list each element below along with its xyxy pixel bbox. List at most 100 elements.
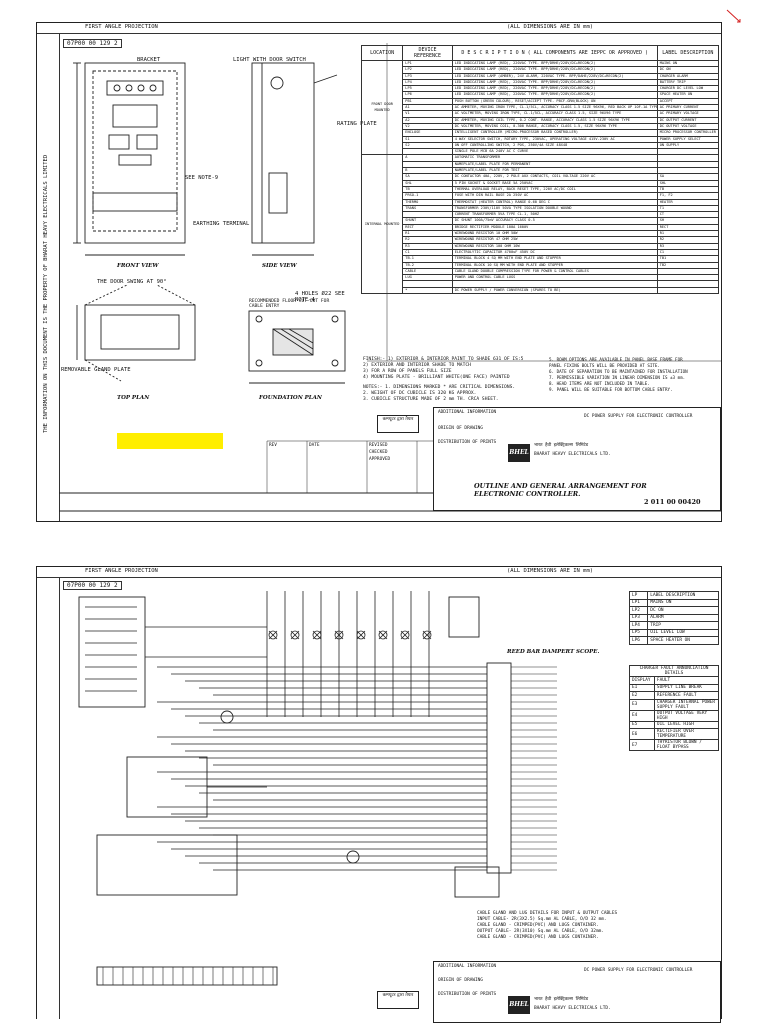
cell-ref: LP4 (402, 78, 453, 87)
rev-col: REV (269, 443, 277, 448)
legend-ref: E2 (629, 691, 655, 700)
finish-note: 3) FOR A ROW OF PANELS FULL SIZE (363, 369, 452, 374)
cable-note: OUTPUT CABLE- 2R(3X10) Sq.mm AL CABLE, O… (477, 929, 604, 934)
drawing-title: OUTLINE AND GENERAL ARRANGEMENT FOR ELEC… (474, 482, 647, 498)
legend-ref: LP6 (628, 636, 649, 645)
approved-col: APPROVED (369, 457, 391, 462)
cell-label: POWER SUPPLY SELECT (656, 135, 720, 143)
legend-ref: DISPLAY (629, 676, 655, 685)
legend-label: FAULT (653, 676, 720, 685)
col-description: D E S C R I P T I O N ( ALL COMPONENTS A… (451, 45, 658, 61)
legend-label: REFERENCE FAULT (653, 691, 720, 700)
cable-note: CABLE GLAND AND LUG DETAILS FOR INPUT & … (477, 911, 618, 916)
rectifier-block (126, 756, 208, 818)
tb-origin: ORIGIN OF DRAWING (438, 426, 483, 431)
revised-col: REVISED (369, 443, 388, 448)
cell-label (656, 267, 720, 276)
cell-ref: V1 (402, 110, 453, 118)
component-table: LOCATION DEVICE REFERENCE D E S C R I P … (360, 45, 720, 295)
cell-label: BATTERY TRIP (656, 78, 720, 87)
legend-ref: E4 (629, 709, 655, 722)
cell-ref: A1 (402, 104, 453, 112)
drawing-sheet-2: FIRST ANGLE PROJECTION (ALL DIMENSIONS A… (36, 566, 722, 1023)
cell-ref: LP1 (402, 59, 453, 68)
table-row: *DC POWER SUPPLY / POWER CONVERSION (SPA… (362, 286, 720, 295)
sensor-block (454, 866, 500, 898)
product-name: DC POWER SUPPLY FOR ELECTRONIC CONTROLLE… (584, 414, 693, 419)
controller-block (96, 834, 238, 896)
title-block-2: ADDITIONAL INFORMATION ORIGIN OF DRAWING… (433, 961, 721, 1023)
manufacturer-name: BHARAT HEAVY ELECTRICALS LTD. (534, 452, 611, 457)
cell-label (656, 274, 720, 282)
legend-label: CHARGER INTERNAL POWER SUPPLY FAULT (653, 698, 720, 711)
right-note: 9. PANEL WILL BE SUITABLE FOR BOTTOM CAB… (549, 387, 673, 392)
terminal-block-row (96, 966, 278, 986)
general-note: 2. WEIGHT OF DC CUBICLE IS 320 KG APPROX… (363, 391, 477, 396)
cell-label: CHARGER DC LEVEL LOW (656, 85, 720, 93)
col-location: LOCATION (360, 45, 404, 61)
general-note: NOTES:- 1. DIMENSIONS MARKED * ARE CRITI… (363, 385, 516, 390)
legend-ref: E6 (629, 728, 655, 740)
legend-ref: LP1 (628, 598, 649, 607)
right-note: 7. PERMISSIBLE VARIATION IN LINEAR DIMEN… (549, 375, 686, 380)
cell-ref: LP6 (402, 91, 453, 99)
dimensions-note: (ALL DIMENSIONS ARE IN mm) (507, 568, 594, 574)
cell-ref: LP2 (402, 66, 453, 74)
terminal-strip (486, 662, 512, 874)
holes-label: 4 HOLES Ø22 SEE NOTE-4 (295, 291, 345, 303)
legend-label: MAINS ON (647, 598, 719, 607)
cell-ref: CABLE (402, 267, 453, 276)
tb-additional-info: ADDITIONAL INFORMATION (438, 964, 497, 969)
legend-label: SUPPLY LINE BREAK (653, 683, 720, 692)
top-plan-title: TOP PLAN (117, 395, 150, 401)
cell-desc: DC POWER SUPPLY / POWER CONVERSION (SPAR… (451, 286, 658, 295)
group-front: FRONT DOOR MOUNTED (360, 59, 404, 156)
power-input-block (78, 596, 146, 708)
finish-note: 4) MOUNTING PLATE - BRILLIANT WHITE(ONE … (363, 375, 510, 380)
cable-notes: CABLE GLAND AND LUG DETAILS FOR INPUT & … (477, 911, 717, 941)
cell-label: AC PRIMARY VOLTAGE (656, 110, 720, 118)
side-view-cabinet (251, 62, 315, 244)
cable-note: INPUT CABLE- 2R(3X2.5) Sq.mm AL CABLE, O… (477, 917, 607, 922)
relay-block (448, 596, 480, 638)
cell-ref: * (402, 286, 453, 295)
legend-ref: E7 (629, 739, 655, 751)
legend-label: ALARM (647, 613, 719, 622)
cell-ref (402, 280, 453, 288)
table-row (362, 280, 720, 288)
top-border-strip: FIRST ANGLE PROJECTION (ALL DIMENSIONS A… (37, 23, 721, 34)
tb-distribution: DISTRIBUTION OF PRINTS (438, 992, 497, 997)
cell-label: TB2 (656, 261, 720, 269)
legend-label: TRIP (647, 621, 719, 630)
highlight-marker (117, 433, 223, 449)
legend-ref: LP2 (628, 606, 649, 615)
cell-label: DC OUTPUT CURRENT (656, 116, 720, 124)
pen-mark-icon (726, 9, 741, 23)
cell-label: MICRO PROCESSOR CONTROLLER (656, 129, 720, 137)
bhel-logo: BHEL (508, 996, 530, 1014)
right-note: 6. DATE OF SEPARATION TO BE MAINTAINED F… (549, 369, 688, 374)
schematic-title: REED BAR DAMPERT SCOPE. (507, 649, 600, 655)
title-block: ADDITIONAL INFORMATION ORIGIN OF DRAWING… (433, 407, 721, 511)
right-notes: 5. ROHM OPTIONS ARE AVAILABLE IN PANEL B… (549, 357, 717, 393)
cell-label: TB1 (656, 255, 720, 263)
cell-ref: A2 (402, 116, 453, 124)
group-internal: INTERNAL MOUNTED (360, 154, 404, 294)
outline-drawing (59, 43, 721, 512)
cell-label (656, 280, 720, 288)
